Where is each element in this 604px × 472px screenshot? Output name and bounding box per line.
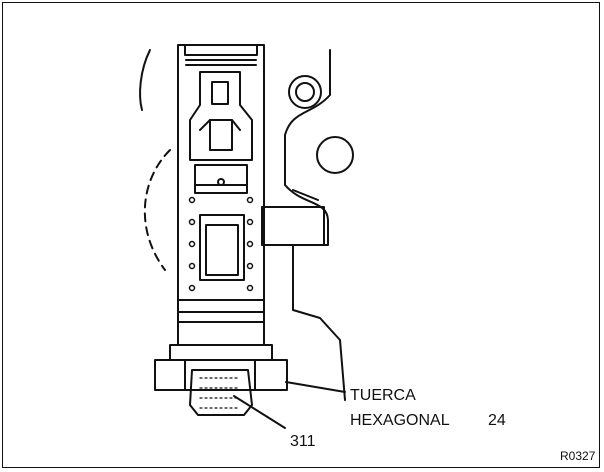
screw-leader-line [233, 395, 286, 429]
nut-size-label: 24 [488, 412, 506, 429]
left-outline [139, 49, 151, 111]
lower-port-circle [316, 136, 354, 174]
nut-leader-line [285, 381, 346, 393]
housing-outline [284, 49, 346, 401]
side-port [261, 206, 325, 246]
nut-label-line2: HEXAGONAL [350, 412, 450, 429]
mid-collar [194, 164, 248, 194]
upper-port-circle [288, 75, 322, 109]
upper-port-inner [295, 82, 315, 102]
upper-poppet [189, 71, 253, 161]
housing-inner [292, 189, 319, 201]
dashed-outline [144, 149, 171, 271]
adjusting-screw [189, 369, 253, 416]
spool-top-cap [184, 44, 258, 56]
nut-label-line1: TUERCA [350, 387, 416, 404]
spool-bore [177, 44, 265, 301]
spring-chamber [199, 214, 245, 281]
spring-coils [188, 196, 254, 292]
figure-code: R0327 [560, 449, 596, 463]
figure-frame [2, 2, 600, 468]
hex-nut [154, 359, 288, 391]
part-number-label: 311 [290, 433, 316, 450]
